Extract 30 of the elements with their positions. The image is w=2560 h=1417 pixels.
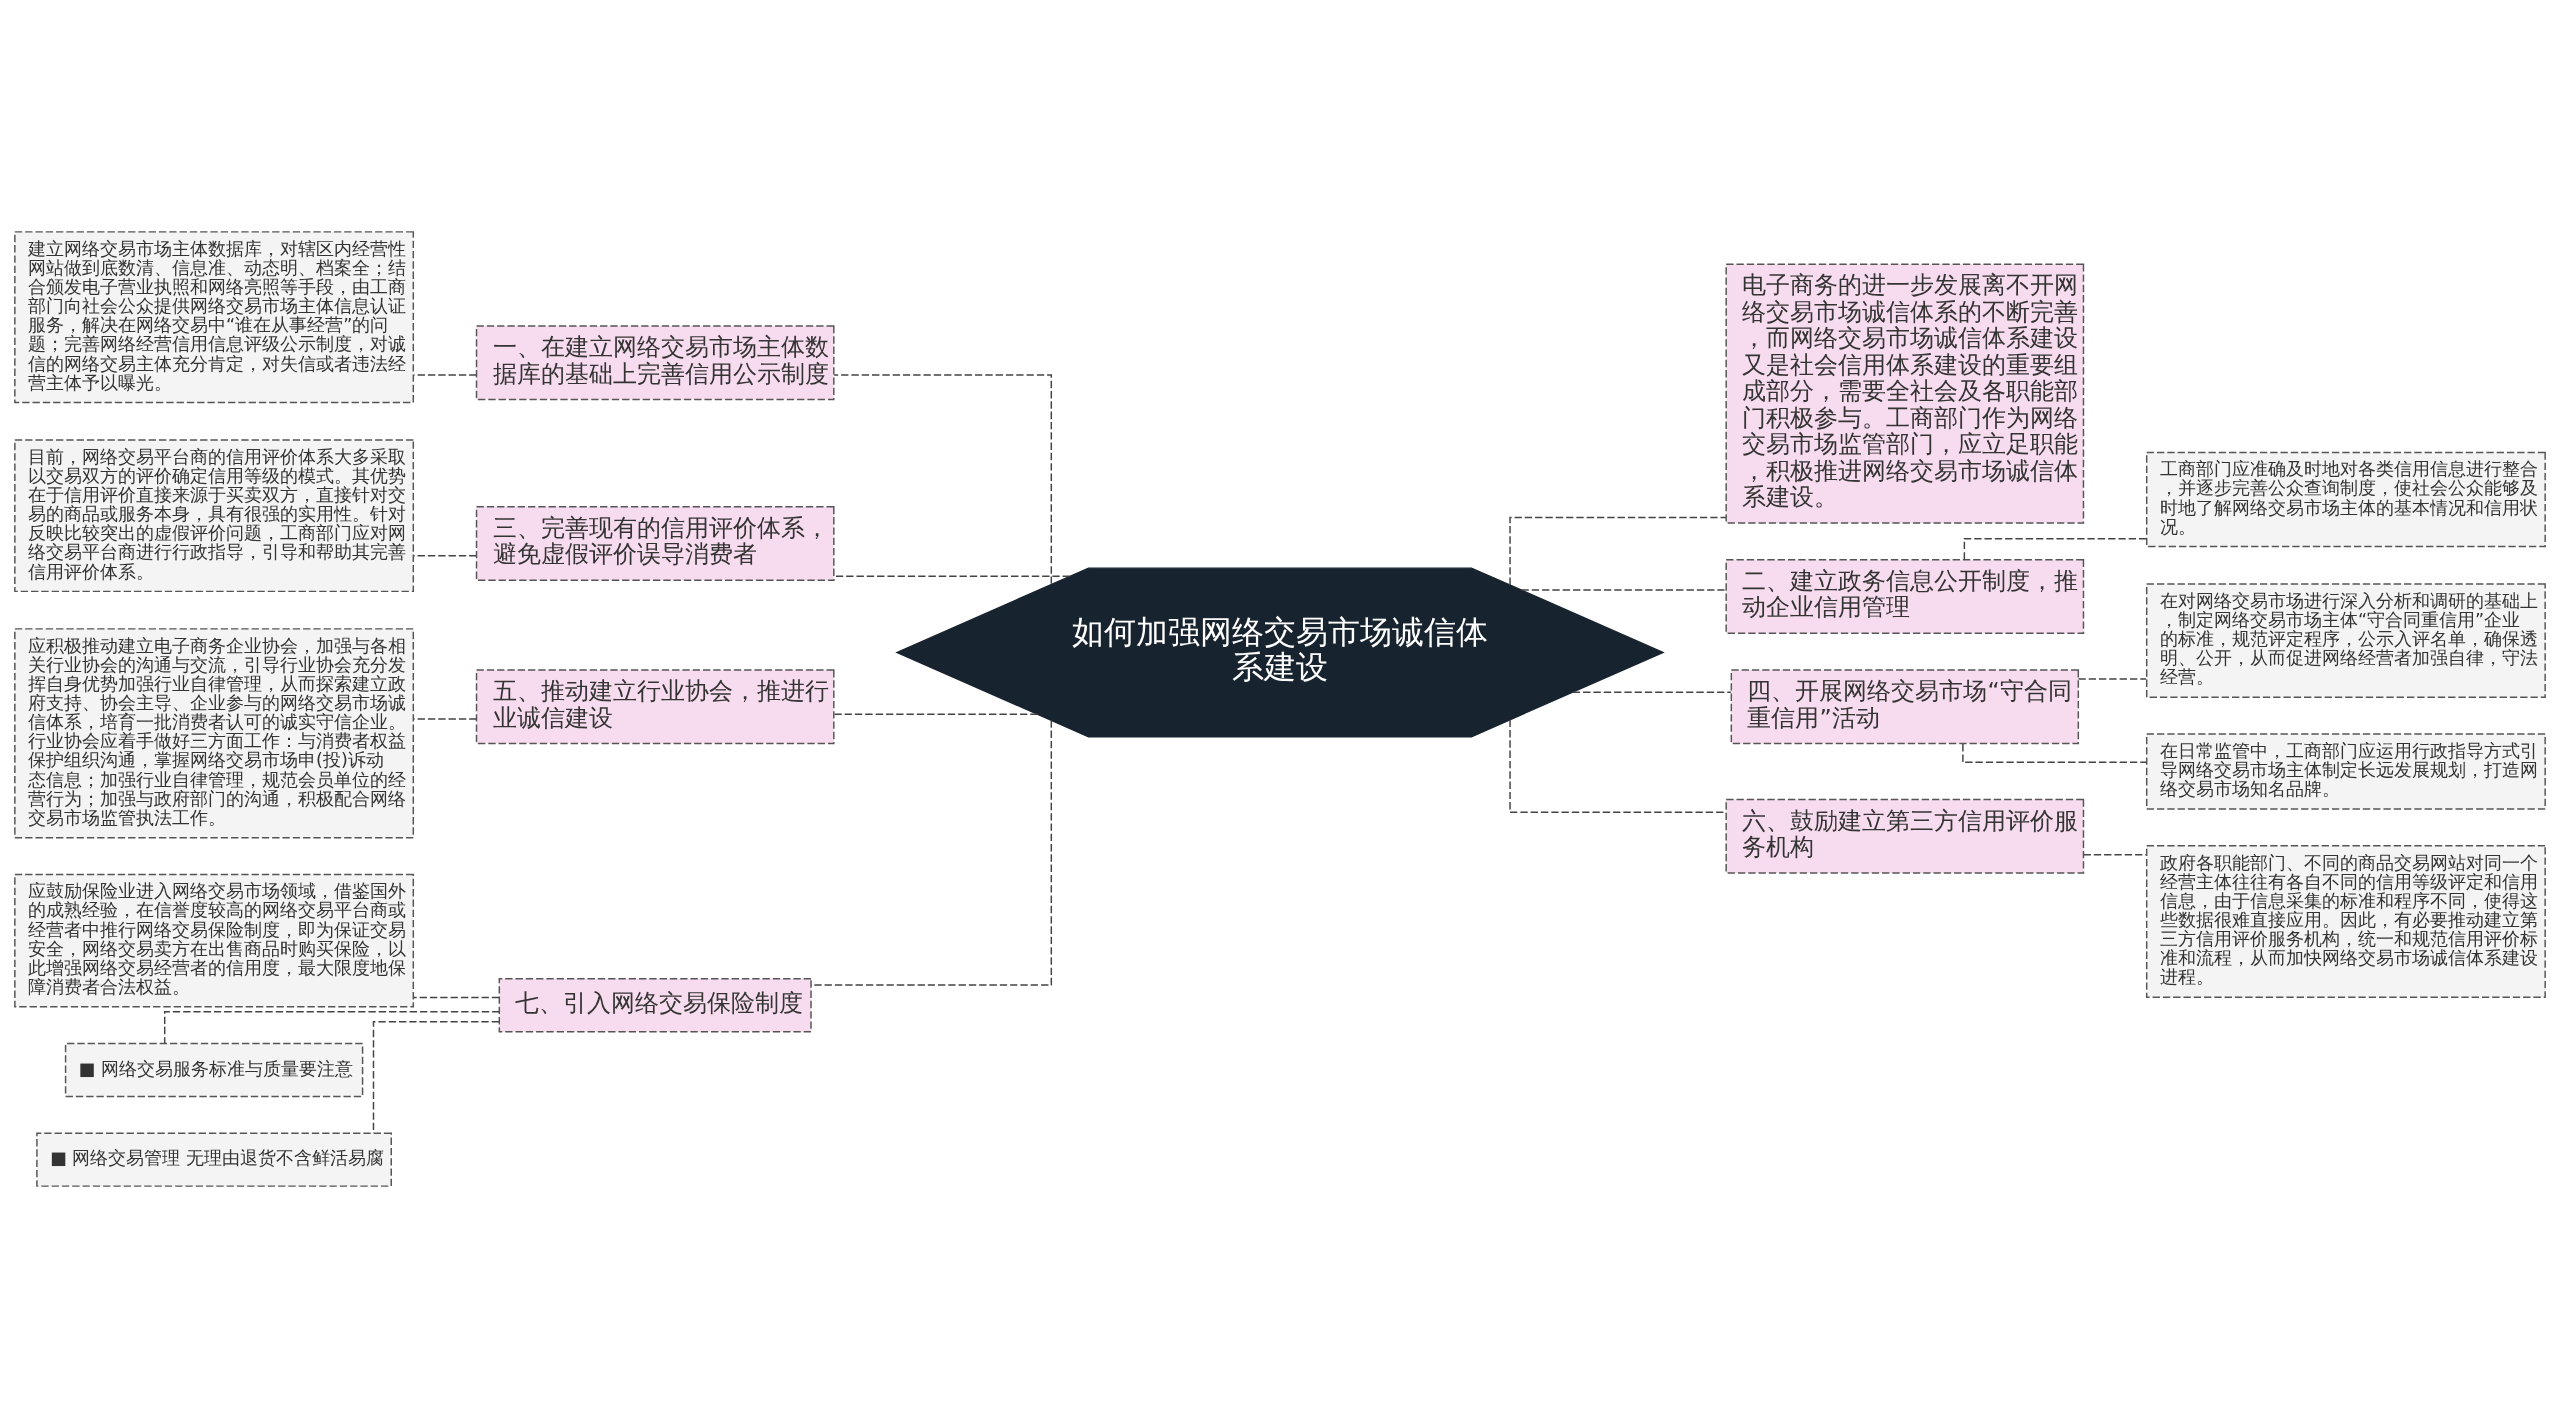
node-box: 工商部门应准确及时地对各类信用信息进行整合，并逐步完善公众查询制度，使社会公众能够及时地了解网络交易市场主体的基本情况和信用状况。 [2145,451,2546,547]
connector [1509,516,1727,586]
connector [833,713,1039,715]
node-box: 在对网络交易市场进行深入分析和调研的基础上，制定网络交易市场主体“守合同重信用”企业的标准，规范评定程序，公示入评名单，确保透明、公开，从而促进网络经营者加强自律，守法经营。 [2145,582,2546,698]
node-box: 应积极推动建立电子商务企业协会，加强与各相关行业协会的沟通与交流，引导行业协会充分发挥自身优势加强行业自律管理，从而探索建立政府支持、协会主导、企业参与的网络交易市场诚信体系，培育一批消费者认可的诚实守信企业。行业协会应着手做好三方面工作：与消费者权益保护组织沟通，掌握网络交易市场申(投)诉动态信息；加强行业自律管理，规范会员单位的经营行为；加强与政府部门的沟通，积极配合网络交易市场监管执法工作。 [14,627,415,838]
node-box: 应鼓励保险业进入网络交易市场领域，借鉴国外的成熟经验，在信誉度较高的网络交易平台商或经营者中推行网络交易保险制度，即为保证交易安全，网络交易卖方在出售商品时购买保险，以此增强网络交易经营者的信用度，最大限度地保障消费者合法权益。 [14,873,415,1007]
connector [833,575,1071,577]
connector [1572,690,1732,693]
node-box: 二、建立政务信息公开制度，推动企业信用管理 [1725,558,2085,634]
connector [2082,853,2147,856]
node-box: 七、引入网络交易保险制度 [498,977,812,1032]
node-box: 六、鼓励建立第三方信用评价服务机构 [1725,798,2085,874]
node-box: 四、开展网络交易市场“守合同重信用”活动 [1730,668,2080,744]
node-box: 建立网络交易市场主体数据库，对辖区内经营性网站做到底数清、信息准、动态明、档案全；结合颁发电子营业执照和网络亮照等手段，由工商部门向社会公众提供网络交易市场主体信息认证服务，解决在网络交易中“谁在从事经营”的问题；完善网络经营信用信息评级公示制度，对诚信的网络交易主体充分肯定，对失信或者违法经营主体予以曝光。 [14,230,415,403]
node-box: 一、在建立网络交易市场主体数据库的基础上完善信用公示制度 [475,324,835,400]
connector [833,373,1053,585]
connector [412,996,500,998]
connector [2077,677,2147,680]
node-box: 电子商务的进一步发展离不开网络交易市场诚信体系的不断完善，而网络交易市场诚信体系建设又是社会信用体系建设的重要组成部分，需要全社会及各职能部门积极参与。工商部门作为网络交易市场监管部门，应立足职能，积极推进网络交易市场诚信体系建设。 [1725,263,2085,524]
node-box: 五、推动建立行业协会，推进行业诚信建设 [475,668,835,744]
connector [413,554,478,557]
node-box: 三、完善现有的信用评价体系，避免虚假评价误导消费者 [475,505,835,581]
node-box: ■ 网络交易管理 无理由退货不含鲜活易腐 [36,1131,392,1187]
node-box: 目前，网络交易平台商的信用评价体系大多采取以交易双方的评价确定信用等级的模式。其优势在于信用评价直接来源于买卖双方，直接针对交易的商品或服务本身，具有很强的实用性。针对反映比较突出的虚假评价问题，工商部门应对网络交易平台商进行行政指导，引导和帮助其完善信用评价体系。 [14,438,415,592]
connector [1520,588,1727,591]
node-box: 政府各职能部门、不同的商品交易网站对同一个经营主体往往有各自不同的信用等级评定和信用信息，由于信息采集的标准和程序不同，使得这些数据很难直接应用。因此，有必要推动建立第三方信用评价服务机构，统一和规范信用评价标准和流程，从而加快网络交易市场诚信体系建设进程。 [2145,844,2546,998]
connector [413,373,478,376]
node-box: ■ 网络交易服务标准与质量要注意 [64,1042,364,1097]
node-box: 在日常监管中，工商部门应运用行政指导方式引导网络交易市场主体制定长远发展规划，打造网络交易市场知名品牌。 [2145,732,2546,810]
connector [413,717,478,720]
